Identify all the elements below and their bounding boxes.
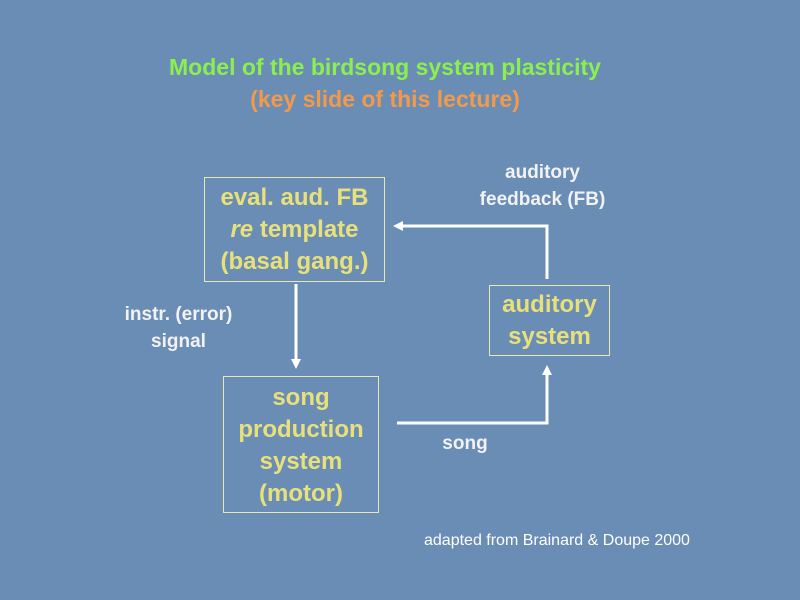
slide-subtitle: (key slide of this lecture) xyxy=(0,86,770,113)
subtitle-close-paren: ) xyxy=(512,86,520,112)
eval-box-line-1: eval. aud. FB xyxy=(220,184,369,211)
feedback-arrow xyxy=(393,221,549,279)
instr-signal-label: instr. (error) signal xyxy=(106,301,251,355)
song-arrow xyxy=(397,365,552,425)
auditory-box-line-2: system xyxy=(508,323,591,350)
subtitle-text: key slide of this lecture xyxy=(257,86,513,112)
instr-label-line-1: instr. (error) xyxy=(124,304,233,325)
auditory-feedback-label: auditory feedback (FB) xyxy=(460,159,625,213)
eval-box-line-2: re template xyxy=(205,214,384,246)
feedback-label-line-2: feedback (FB) xyxy=(479,189,606,210)
eval-box-line-3: (basal gang.) xyxy=(220,248,369,275)
slide-title: Model of the birdsong system plasticity xyxy=(169,54,601,80)
feedback-label-line-1: auditory xyxy=(505,162,580,183)
song-box-line-3: system xyxy=(259,448,343,475)
subtitle-open-paren: ( xyxy=(250,86,258,112)
instr-label-line-2: signal xyxy=(151,331,206,352)
auditory-system-box: auditory system xyxy=(489,285,610,356)
eval-box-template: template xyxy=(253,216,359,243)
song-label: song xyxy=(442,433,488,454)
auditory-box-line-1: auditory xyxy=(502,291,597,318)
song-box-line-2: production xyxy=(238,416,364,443)
song-production-box: song production system (motor) xyxy=(223,376,379,513)
song-box-line-4: (motor) xyxy=(259,480,343,507)
eval-auditory-feedback-box: eval. aud. FB re template (basal gang.) xyxy=(204,177,385,282)
song-box-line-1: song xyxy=(272,384,330,411)
eval-box-italic-re: re xyxy=(230,216,254,243)
citation-credit: adapted from Brainard & Doupe 2000 xyxy=(424,532,690,549)
